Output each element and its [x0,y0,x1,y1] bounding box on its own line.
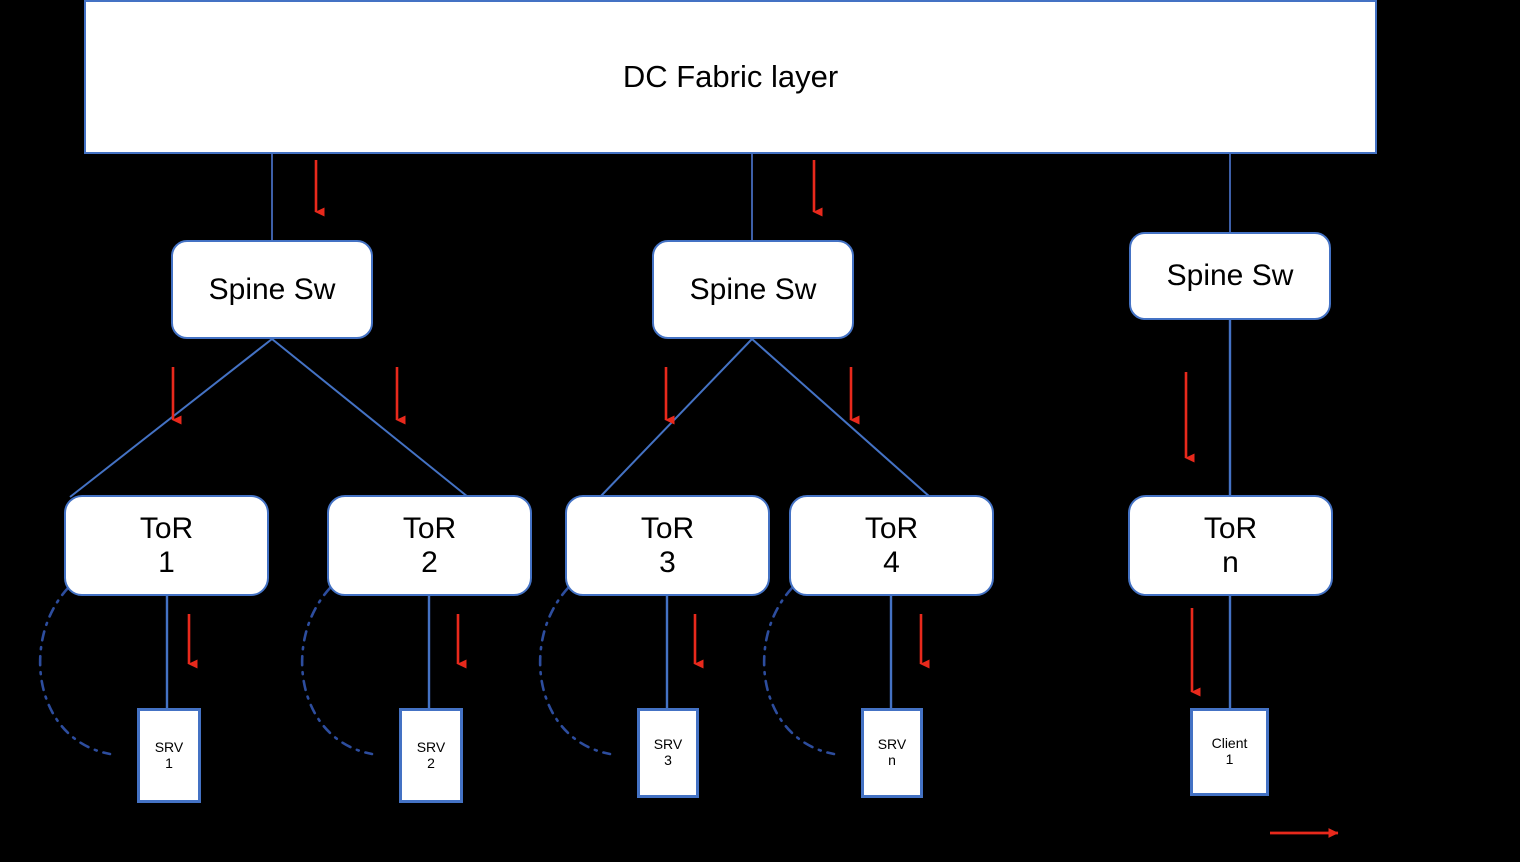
tor-to-server-links [165,596,893,708]
tor-switch-3[interactable]: ToR 3 [565,495,770,596]
tor-switch-4-index: 4 [883,545,900,579]
spine-switch-1[interactable]: Spine Sw [171,240,373,339]
tor-switch-2[interactable]: ToR 2 [327,495,532,596]
fabric-to-spine-links [271,154,1231,240]
spine-switch-2-label: Spine Sw [689,272,817,306]
tor-switch-1-index: 1 [158,545,175,579]
tor-switch-n[interactable]: ToR n [1128,495,1333,596]
client-1-index: 1 [1225,751,1234,767]
dc-fabric-layer-box[interactable]: DC Fabric layer [84,0,1377,154]
tor-switch-3-index: 3 [659,545,676,579]
server-1-label: SRV [154,738,184,755]
spine-switch-n-label: Spine Sw [1166,259,1294,293]
tor-switch-n-label: ToR [1203,511,1258,545]
spine-switch-n[interactable]: Spine Sw [1129,232,1331,320]
server-1-index: 1 [165,754,173,771]
spine-switch-1-label: Spine Sw [208,272,336,306]
server-3-index: 3 [664,752,672,768]
server-2-index: 2 [427,754,435,771]
server-3[interactable]: SRV 3 [637,708,699,798]
server-2[interactable]: SRV 2 [399,708,463,803]
tor-switch-2-index: 2 [421,545,438,579]
tor-switch-n-index: n [1222,545,1239,579]
tor-switch-1[interactable]: ToR 1 [64,495,269,596]
tor-switch-2-label: ToR [402,511,457,545]
tor-switch-4-label: ToR [864,511,919,545]
server-3-label: SRV [653,736,683,753]
spine-switch-2[interactable]: Spine Sw [652,240,854,339]
server-1[interactable]: SRV 1 [137,708,201,803]
dc-fabric-layer-label: DC Fabric layer [622,58,839,94]
client-1-label: Client [1211,735,1248,752]
client-1[interactable]: Client 1 [1190,708,1269,796]
tor-switch-1-label: ToR [139,511,194,545]
tor-switch-4[interactable]: ToR 4 [789,495,994,596]
server-2-label: SRV [416,738,446,755]
server-n-label: SRV [877,736,907,753]
server-n[interactable]: SRV n [861,708,923,798]
tor-switch-3-label: ToR [640,511,695,545]
server-n-index: n [888,752,896,768]
spine-to-tor-links [69,338,931,498]
